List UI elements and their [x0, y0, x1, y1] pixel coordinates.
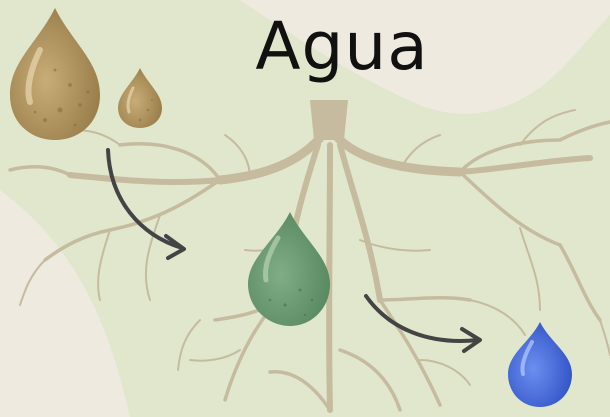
page-title: Agua: [0, 14, 610, 80]
